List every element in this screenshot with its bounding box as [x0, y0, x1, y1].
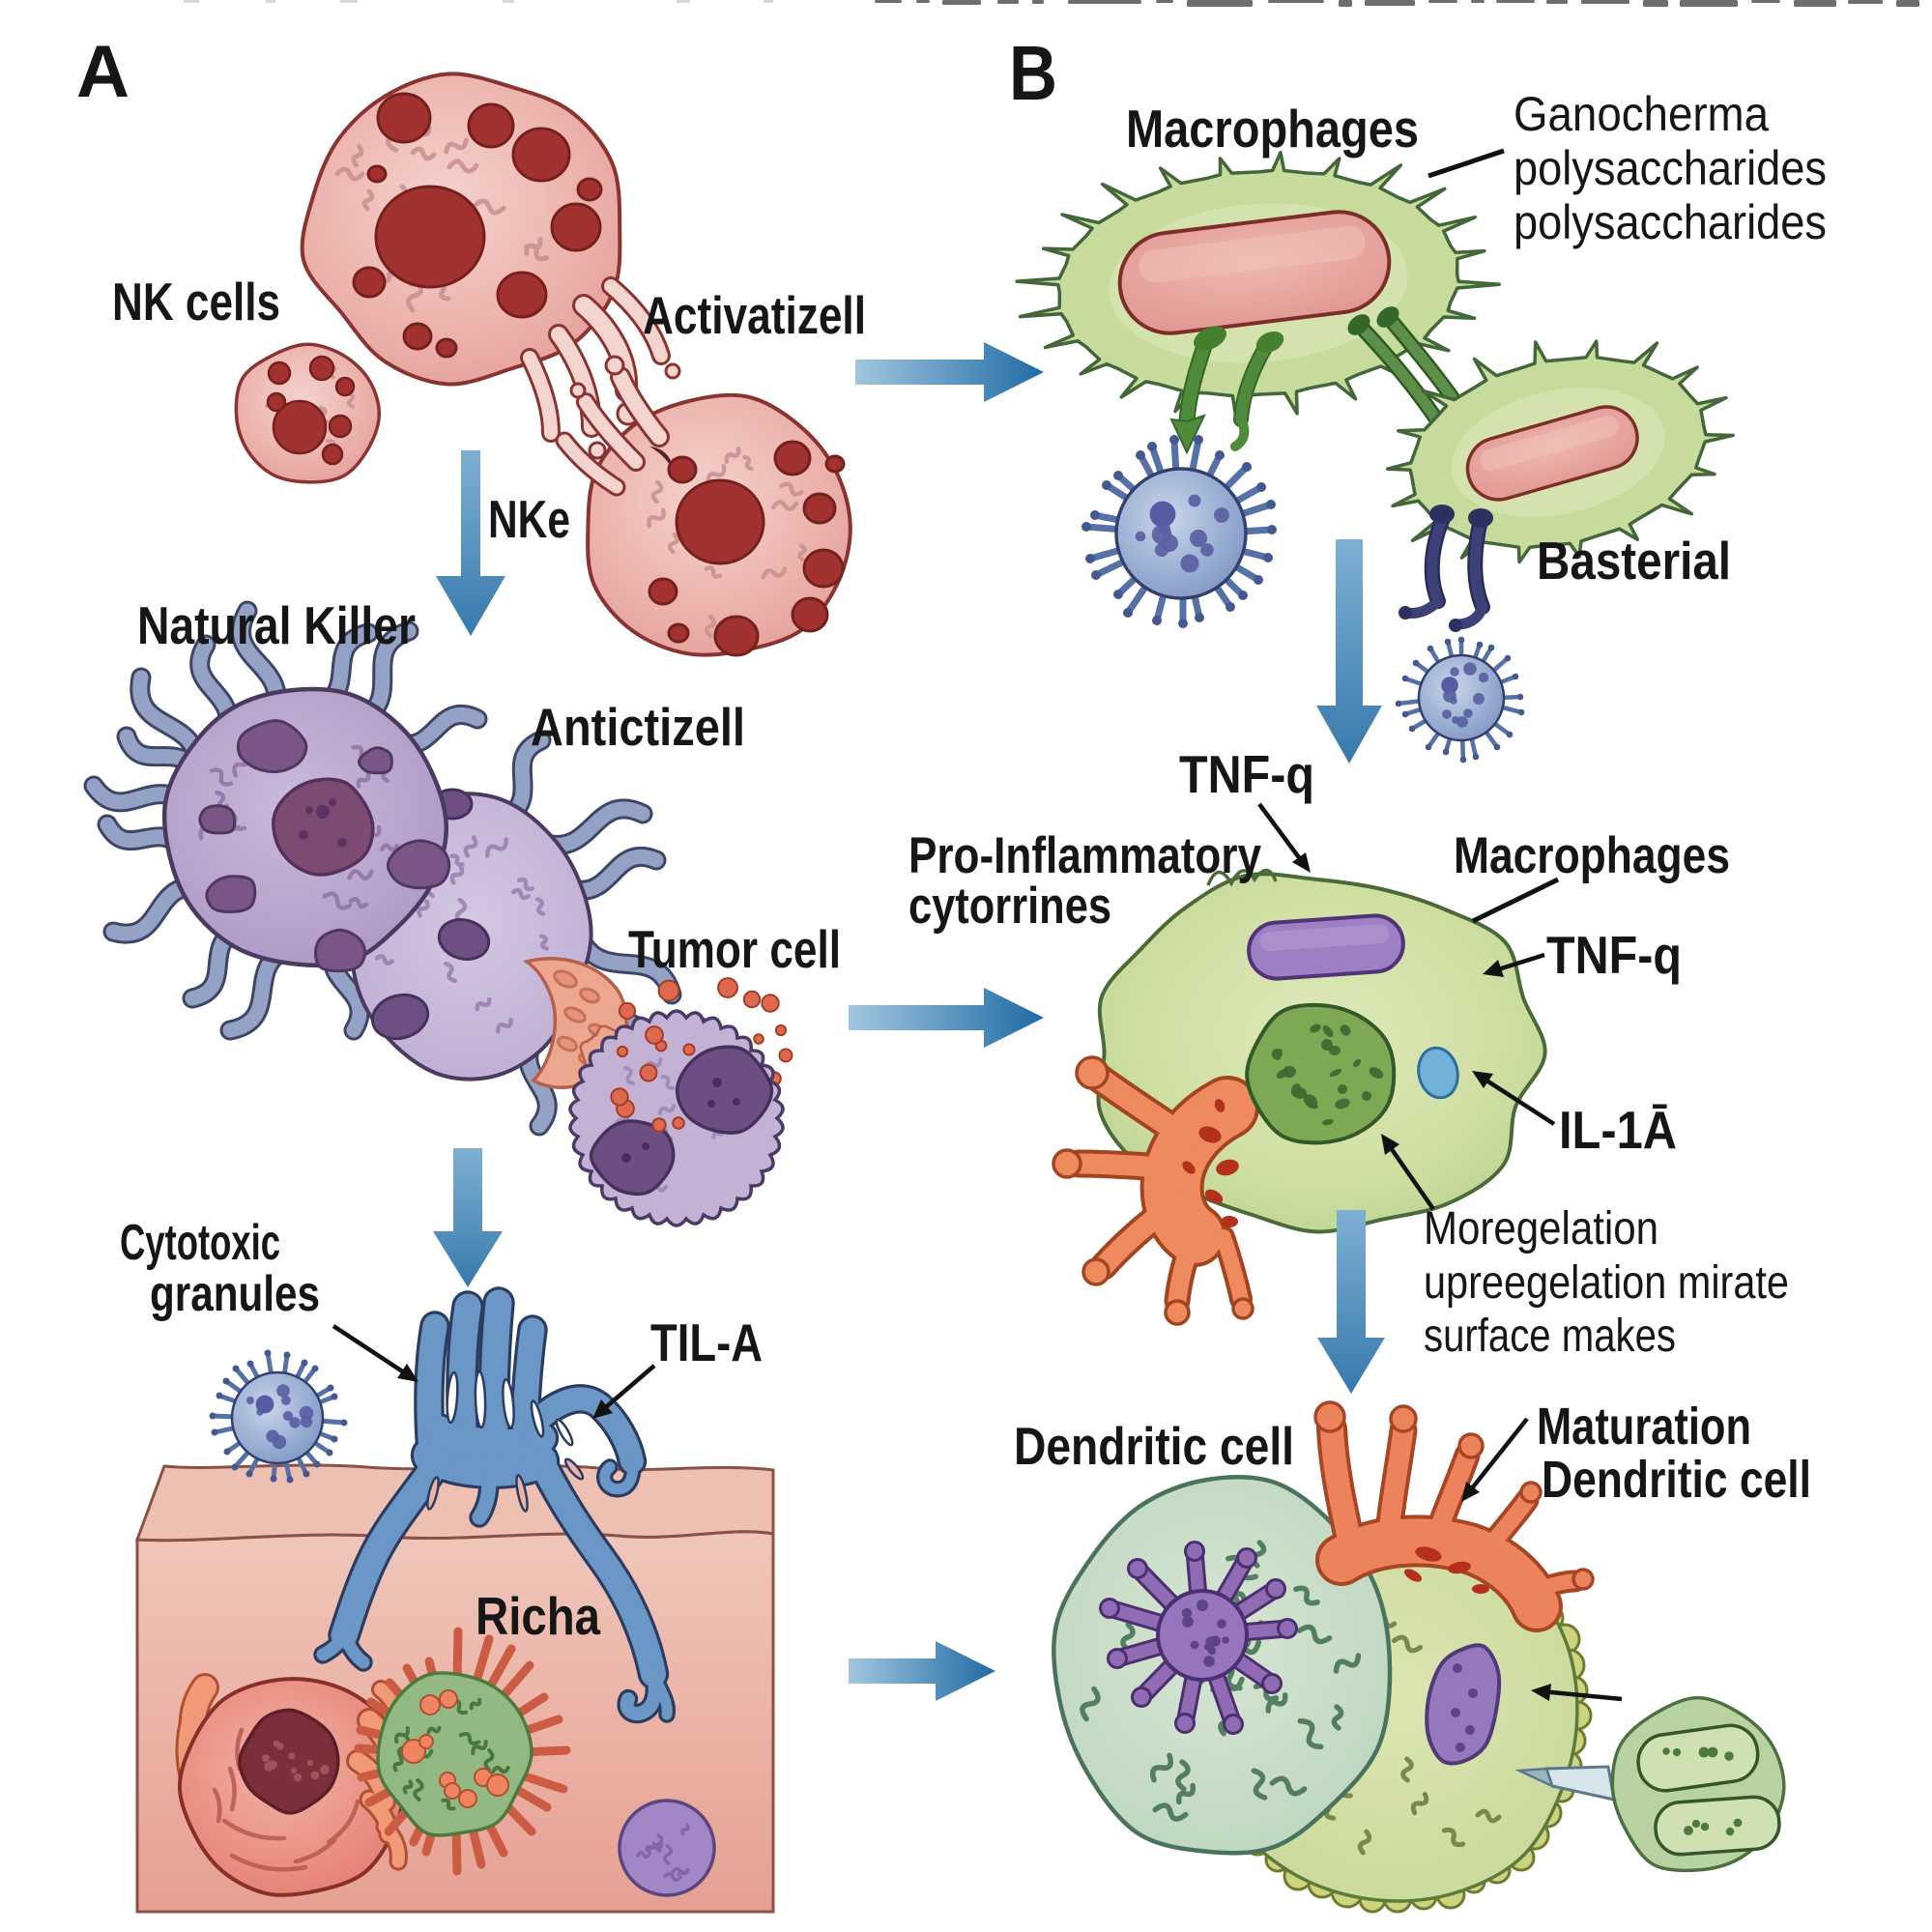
svg-text:Richa: Richa — [476, 1586, 600, 1646]
svg-text:TIL-A: TIL-A — [650, 1312, 763, 1372]
svg-text:Dendritic cell: Dendritic cell — [1014, 1416, 1294, 1476]
svg-text:Pro-Inflammatory: Pro-Inflammatory — [908, 827, 1261, 884]
svg-text:Basterial: Basterial — [1537, 531, 1731, 591]
svg-text:IL-1Ā: IL-1Ā — [1559, 1100, 1677, 1160]
svg-text:TNF-q: TNF-q — [1179, 744, 1314, 804]
svg-text:B: B — [1009, 30, 1057, 116]
svg-text:A: A — [76, 31, 130, 113]
svg-text:Macrophages: Macrophages — [1454, 827, 1730, 884]
svg-text:TNF-q: TNF-q — [1546, 925, 1682, 985]
svg-text:polysaccharides: polysaccharides — [1514, 195, 1827, 249]
svg-text:Cytotoxic: Cytotoxic — [120, 1215, 280, 1271]
svg-text:Activatizell: Activatizell — [643, 285, 866, 345]
svg-text:NKe: NKe — [488, 489, 570, 549]
svg-text:Moregelation: Moregelation — [1424, 1203, 1658, 1254]
svg-text:Tumor cell: Tumor cell — [628, 919, 841, 979]
svg-text:polysaccharides: polysaccharides — [1514, 141, 1827, 195]
svg-text:upreegelation mirate: upreegelation mirate — [1424, 1257, 1789, 1309]
svg-text:Dendritic cell: Dendritic cell — [1542, 1451, 1811, 1509]
svg-text:granules: granules — [150, 1266, 320, 1322]
svg-text:Antictizell: Antictizell — [531, 697, 745, 757]
svg-text:Macrophages: Macrophages — [1126, 99, 1419, 159]
svg-text:surface makes: surface makes — [1424, 1311, 1676, 1362]
svg-text:Maturation: Maturation — [1537, 1398, 1751, 1456]
svg-text:Natural Killer: Natural Killer — [137, 595, 416, 655]
svg-text:NK cells: NK cells — [112, 272, 280, 332]
svg-text:Ganocherma: Ganocherma — [1514, 87, 1769, 141]
svg-text:cytorrines: cytorrines — [908, 878, 1111, 935]
